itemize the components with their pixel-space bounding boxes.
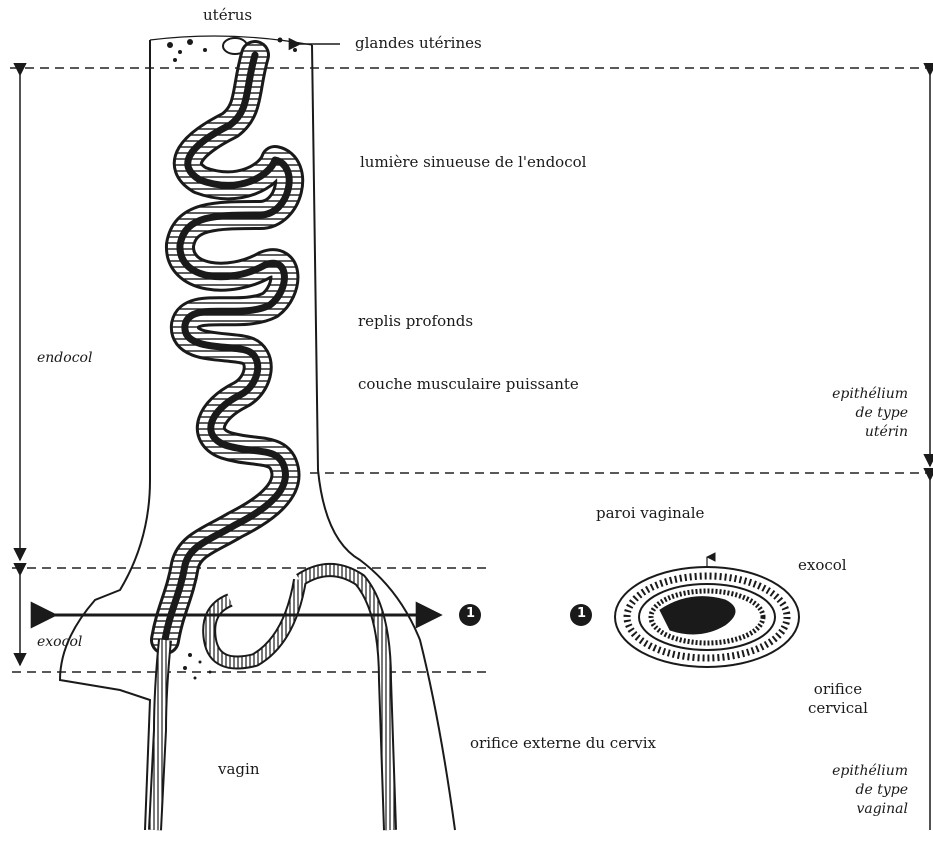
exocol-cuff [155,570,390,830]
cross-section-lumen [660,597,735,634]
uterine-glands [167,38,297,63]
marker-left-label: 1 [465,606,476,621]
label-paroi-vaginale: paroi vaginale [596,504,704,522]
label-lumiere: lumière sinueuse de l'endocol [360,153,586,171]
label-replis: replis profonds [358,312,473,330]
label-couche: couche musculaire puissante [358,375,579,393]
label-exocol-left: exocol [37,634,82,650]
label-exocol-right: exocol [798,556,847,574]
label-endocol: endocol [37,350,92,366]
vaginal-stipple [183,653,212,680]
marker-right-label: 1 [576,606,587,621]
label-uterus: utérus [203,6,252,24]
cross-section [615,567,799,667]
label-orifice-cervical: orifice cervical [808,680,868,718]
label-glandes-uterines: glandes utérines [355,34,482,52]
label-vagin: vagin [218,760,259,778]
endocol-folds [165,55,289,640]
label-epithelium-vaginal: epithélium de type vaginal [798,762,908,819]
label-orifice-externe: orifice externe du cervix [470,734,656,752]
label-epithelium-uterin: epithélium de type utérin [798,385,908,442]
left-wall [60,40,150,830]
